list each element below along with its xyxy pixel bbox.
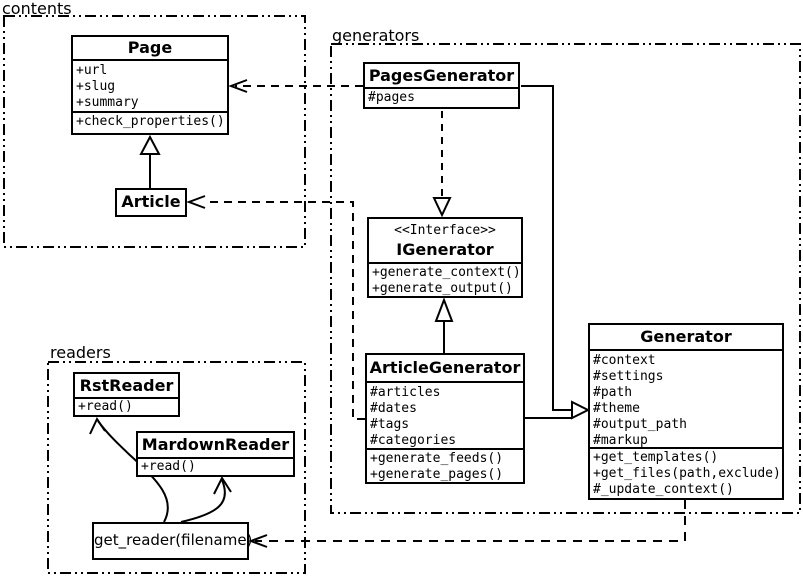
igenerator-methods: +generate_context() +generate_output() <box>369 264 521 296</box>
attribute: #theme <box>593 401 640 416</box>
attribute: #categories <box>370 433 457 448</box>
attribute: #dates <box>370 401 417 416</box>
open-arrowhead-icon <box>89 416 106 435</box>
stereotype-label: <<Interface>> <box>394 223 496 238</box>
page-methods: +check_properties() <box>73 113 227 133</box>
articlegenerator-methods: +generate_feeds() +generate_pages() <box>367 450 523 482</box>
association-arrow-getreader-to-markdownreader <box>180 475 232 523</box>
dependency-arrow-articlegenerator-to-article <box>186 195 365 420</box>
attribute: +slug <box>76 79 116 94</box>
attribute: #path <box>593 385 633 400</box>
open-arrowhead-icon <box>186 195 206 209</box>
package-readers-border <box>47 361 306 574</box>
markdownreader-methods: +read() <box>138 459 293 475</box>
method: +generate_output() <box>372 281 513 296</box>
class-title-article: Article <box>121 192 181 211</box>
hollow-triangle-icon <box>432 197 452 218</box>
getreader-label: get_reader(filename) <box>94 531 253 549</box>
articlegenerator-attributes: #articles #dates #tags #categories <box>367 383 523 450</box>
method: +read() <box>78 399 133 414</box>
package-generators-label: generators <box>332 26 420 45</box>
inheritance-arrow-articlegenerator-to-igenerator <box>434 297 454 353</box>
class-title-markdownreader: MardownReader <box>138 433 293 459</box>
attribute: #context <box>593 353 656 368</box>
package-contents-label: contents <box>2 0 72 18</box>
class-box-rstreader: RstReader +read() <box>73 372 180 417</box>
attribute: +summary <box>76 95 139 110</box>
attribute: #output_path <box>593 417 687 432</box>
class-title-generator: Generator <box>590 325 782 351</box>
class-box-articlegenerator: ArticleGenerator #articles #dates #tags … <box>365 353 525 484</box>
method: +generate_context() <box>372 265 521 280</box>
class-box-markdownreader: MardownReader +read() <box>136 431 295 477</box>
method: +check_properties() <box>76 114 225 129</box>
class-title-page: Page <box>73 37 227 61</box>
generator-methods: +get_templates() +get_files(path,exclude… <box>590 449 782 498</box>
class-title-articlegenerator: ArticleGenerator <box>367 355 523 383</box>
open-arrowhead-icon <box>213 475 232 495</box>
package-contents-border <box>3 15 306 248</box>
method: #_update_context() <box>593 482 734 497</box>
inheritance-arrow-article-to-page <box>139 134 161 188</box>
generator-attributes: #context #settings #path #theme #output_… <box>590 351 782 449</box>
attribute: #tags <box>370 417 410 432</box>
page-attributes: +url +slug +summary <box>73 61 227 113</box>
hollow-triangle-icon <box>139 134 161 155</box>
attribute: #pages <box>368 90 415 105</box>
class-box-generator: Generator #context #settings #path #them… <box>588 323 784 500</box>
attribute: #settings <box>593 369 664 384</box>
dependency-arrow-generator-to-getreader <box>248 500 686 548</box>
class-box-article: Article <box>115 188 187 217</box>
dependency-arrow-pagesgenerator-to-page <box>228 79 363 93</box>
method: +generate_feeds() <box>370 451 504 466</box>
open-arrowhead-icon <box>248 534 268 548</box>
method: +read() <box>141 459 196 474</box>
function-box-getreader: get_reader(filename) <box>92 522 253 560</box>
attribute: #markup <box>593 433 648 448</box>
open-arrowhead-icon <box>228 79 248 93</box>
class-title-pagesgenerator: PagesGenerator <box>365 64 518 89</box>
class-box-pagesgenerator: PagesGenerator #pages <box>363 62 520 109</box>
realization-arrow-pagesgenerator-to-igenerator <box>432 111 452 218</box>
class-title-rstreader: RstReader <box>75 374 178 399</box>
class-box-igenerator: <<Interface>> IGenerator +generate_conte… <box>367 217 523 298</box>
class-title-igenerator: IGenerator <box>396 240 494 259</box>
class-box-page: Page +url +slug +summary +check_properti… <box>71 35 229 135</box>
method: +get_files(path,exclude) <box>593 466 781 481</box>
method: +get_templates() <box>593 450 719 465</box>
package-readers-label: readers <box>50 343 111 362</box>
hollow-triangle-icon <box>434 297 454 322</box>
pagesgenerator-attributes: #pages <box>365 89 518 107</box>
method: +generate_pages() <box>370 467 504 482</box>
package-generators-border <box>330 43 801 514</box>
inheritance-arrow-generators-to-generator <box>521 85 591 420</box>
igenerator-header: <<Interface>> IGenerator <box>369 219 521 264</box>
rstreader-methods: +read() <box>75 399 178 415</box>
attribute: +url <box>76 63 108 78</box>
attribute: #articles <box>370 385 441 400</box>
hollow-triangle-icon <box>571 400 591 420</box>
